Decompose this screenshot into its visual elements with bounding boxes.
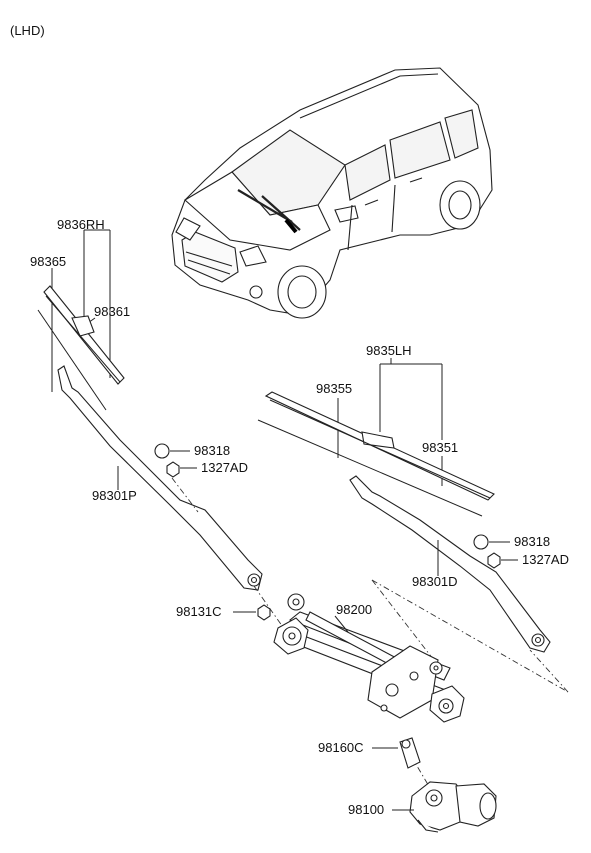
label-98318-lh: 98318 bbox=[514, 534, 550, 549]
label-98131C: 98131C bbox=[176, 604, 222, 619]
label-1327AD-lh: 1327AD bbox=[522, 552, 569, 567]
label-98100: 98100 bbox=[348, 802, 384, 817]
nut-1327AD-rh bbox=[166, 461, 180, 478]
nut-98131C bbox=[257, 604, 271, 621]
lh-wiper-blade-assembly bbox=[257, 358, 495, 517]
label-98355: 98355 bbox=[316, 381, 352, 396]
cap-98318-rh bbox=[154, 443, 170, 459]
cap-98318-lh bbox=[473, 534, 489, 550]
label-98365: 98365 bbox=[30, 254, 66, 269]
label-98301D: 98301D bbox=[412, 574, 458, 589]
label-98318-rh: 98318 bbox=[194, 443, 230, 458]
rh-wiper-blade-assembly bbox=[37, 229, 125, 411]
label-1327AD-rh: 1327AD bbox=[201, 460, 248, 475]
label-98361: 98361 bbox=[94, 304, 130, 319]
lh-wiper-arm bbox=[349, 475, 551, 653]
label-9836RH: 9836RH bbox=[57, 217, 105, 232]
label-9835LH: 9835LH bbox=[366, 343, 412, 358]
diagram-title: (LHD) bbox=[10, 23, 45, 38]
label-98200: 98200 bbox=[336, 602, 372, 617]
label-98160C: 98160C bbox=[318, 740, 364, 755]
wiper-linkage-assembly bbox=[273, 593, 465, 723]
label-98301P: 98301P bbox=[92, 488, 137, 503]
label-98351: 98351 bbox=[422, 440, 458, 455]
vehicle-illustration bbox=[171, 67, 493, 319]
wiper-motor-98100 bbox=[409, 781, 497, 833]
rh-wiper-arm bbox=[57, 365, 263, 591]
nut-1327AD-lh bbox=[487, 552, 501, 569]
crank-arm-98160C bbox=[399, 737, 421, 769]
